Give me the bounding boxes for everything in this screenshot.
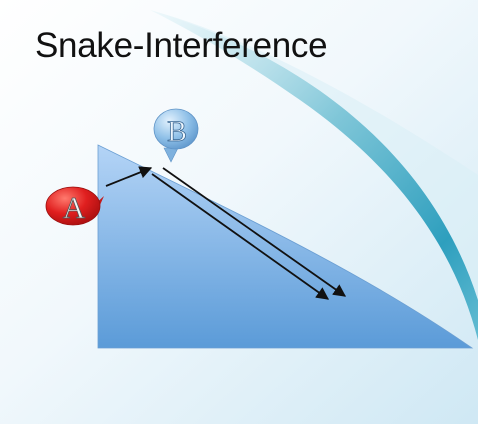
bubble-b: B <box>153 108 199 163</box>
bubble-a-label: A <box>63 190 86 225</box>
bubble-b-label: B <box>167 115 187 148</box>
slide-title: Snake-Interference <box>35 26 328 65</box>
decorative-swoosh-highlight <box>150 10 478 300</box>
slope-triangle <box>97 144 474 349</box>
bubble-a: A <box>45 186 104 226</box>
arrow-a-to-b <box>105 166 153 187</box>
arrow-slope-down <box>151 173 330 300</box>
arrow-b-down-slope <box>162 167 347 297</box>
